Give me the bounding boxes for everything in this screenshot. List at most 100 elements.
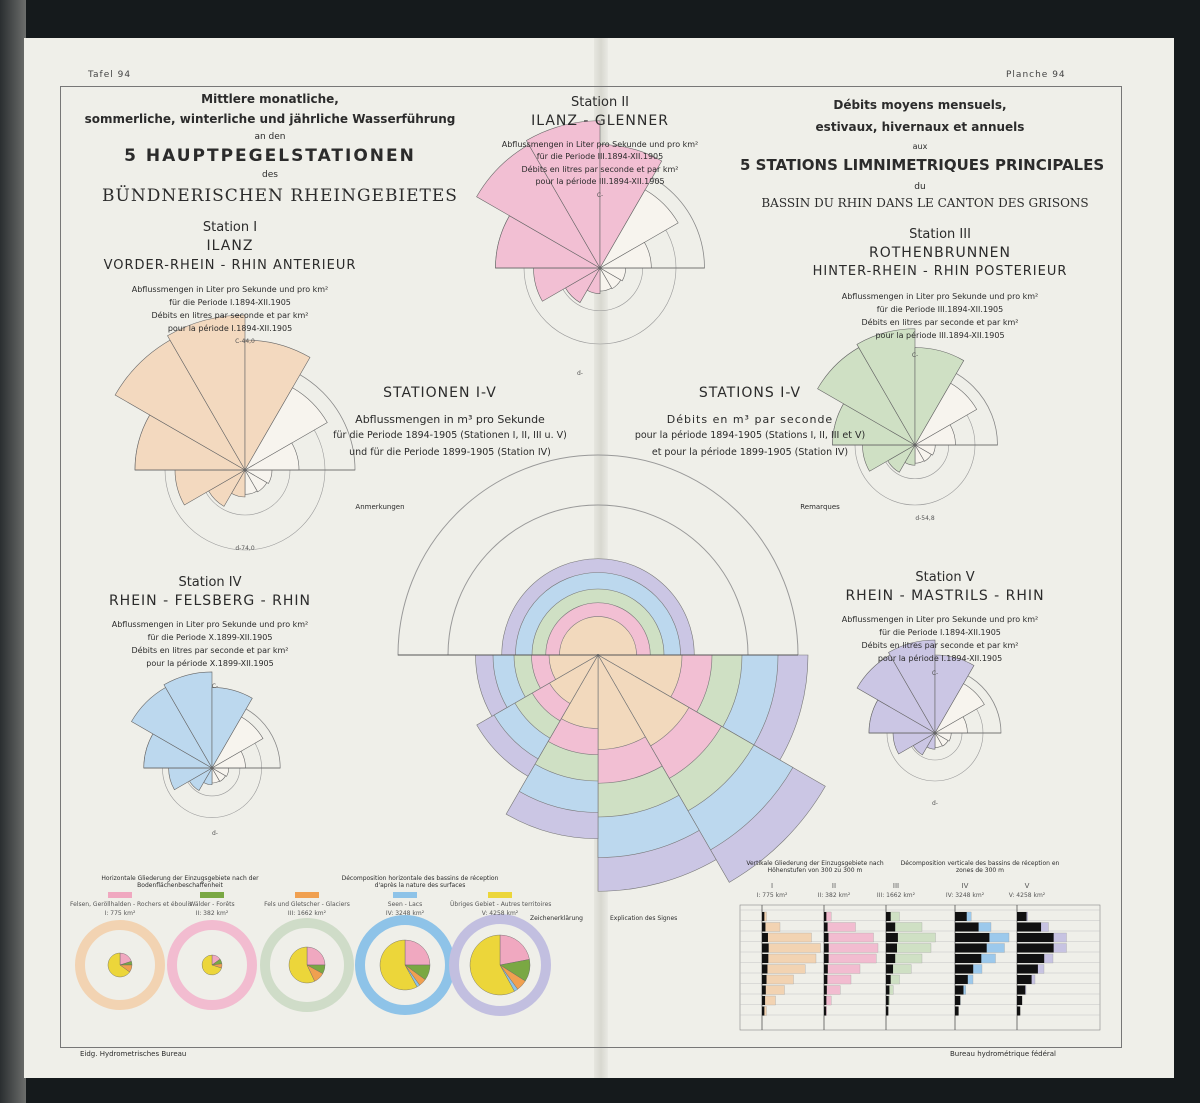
pyramid-area: V: 4258 km² [1008, 892, 1046, 899]
station-5-polar-diagram [856, 639, 1002, 782]
month-wedge [914, 444, 932, 462]
outer-ring [449, 914, 551, 1016]
elevation-bar [823, 953, 877, 964]
title-line: BASSIN DU RHIN DANS LE CANTON DES GRISON… [761, 196, 1089, 210]
glacier-bar [886, 922, 896, 932]
pie-slice [499, 934, 530, 966]
month-wedge [211, 716, 264, 769]
legend-label: Felsen, Geröllhalden - Rochers et ébouli… [70, 901, 193, 908]
station-top-value: C- [211, 683, 219, 690]
station-number: Station III [909, 227, 971, 242]
glacier-bar [886, 933, 898, 942]
legend-label: Wälder - Forêts [189, 901, 235, 908]
glacier-bar [762, 912, 765, 921]
station-bottom-value: d- [577, 370, 583, 377]
title-line: aux [912, 142, 928, 151]
pyramid-area: I: 775 km² [756, 892, 788, 899]
month-wedge [163, 671, 213, 770]
glacier-bar [762, 985, 766, 995]
station-2-polar-diagram [476, 120, 705, 345]
pyramid-area: IV: 3248 km² [945, 892, 985, 899]
glacier-bar [824, 922, 828, 932]
month-wedge [934, 654, 975, 735]
month-wedge [914, 347, 965, 447]
pie-slice [107, 952, 130, 978]
station-caption: Abflussmengen in Liter pro Sekunde und p… [841, 292, 1039, 301]
publisher-de: Eidg. Hydrometrisches Bureau [80, 1050, 187, 1058]
month-wedge [914, 382, 978, 446]
basin-area: V: 4258 km² [481, 910, 519, 917]
pie-slice [288, 946, 315, 984]
glacier-bar [1017, 922, 1042, 932]
station-caption: Débits en litres par seconde et par km² [521, 165, 679, 174]
glacier-bar [886, 996, 889, 1005]
pyramid-column-label: IV [961, 882, 969, 890]
vertical-breakdown-title-fr: Décomposition verticale des bassins de r… [900, 860, 1060, 874]
horizontal-breakdown-title-fr: Décomposition horizontale des bassins de… [341, 875, 499, 889]
pyramid-area: III: 1662 km² [876, 892, 916, 899]
station-3-polar-diagram [817, 328, 998, 506]
month-wedge [525, 120, 601, 270]
outer-ring [75, 920, 165, 1010]
month-wedge [599, 189, 679, 269]
vertical-breakdown-title-de: Vertikale Gliederung der Einzugsgebiete … [746, 860, 884, 874]
plate-frame [60, 86, 1122, 1048]
station-bottom-value: d-54,8 [915, 515, 935, 522]
title-line: BÜNDNERISCHEN RHEINGEBIETES [102, 186, 458, 206]
book-edge [0, 0, 26, 1103]
basin-pie-2 [167, 920, 257, 1010]
legend-label: Fels und Gletscher - Glaciers [264, 901, 350, 908]
elevation-bar [761, 953, 817, 964]
elevation-bar [761, 964, 806, 974]
legend-label: Seen - Lacs [387, 901, 423, 908]
glacier-bar [762, 1006, 765, 1016]
glacier-bar [886, 954, 896, 963]
pyramid-column-label: III [892, 882, 900, 890]
station-caption: für die Periode I.1894-XII.1905 [879, 628, 1001, 637]
legend-label: Übriges Gebiet - Autres territoires [450, 901, 552, 908]
basin-area: III: 1662 km² [287, 910, 327, 917]
glacier-bar [762, 954, 769, 963]
month-wedge [599, 267, 622, 290]
glacier-bar [824, 912, 827, 921]
glacier-bar [824, 933, 829, 942]
station-caption: pour la période III.1894-XII.1905 [535, 177, 665, 186]
glacier-bar [1017, 975, 1032, 984]
glacier-bar [1017, 943, 1054, 953]
title-line: des [262, 170, 278, 180]
month-wedge [244, 339, 311, 472]
central-title: STATIONS I-V [698, 385, 802, 401]
station-caption: pour la période I.1894-XII.1905 [877, 654, 1003, 663]
station-river: HINTER-RHEIN - RHIN POSTERIEUR [812, 264, 1068, 279]
glacier-bar [955, 943, 987, 953]
month-wedge [211, 687, 253, 770]
horizontal-breakdown-title-de: Horizontale Gliederung der Einzugsgebiet… [101, 875, 259, 889]
basin-area: IV: 3248 km² [385, 910, 425, 917]
title-line: 5 STATIONS LIMNIMETRIQUES PRINCIPALES [740, 156, 1105, 174]
month-wedge [599, 144, 663, 270]
station-top-value: C-44,0 [235, 338, 255, 345]
station-caption: Débits en litres par seconde et par km² [151, 311, 309, 320]
central-subtitle: Abflussmengen in m³ pro Sekunde [355, 413, 545, 426]
station-caption: Débits en litres par seconde et par km² [861, 641, 1019, 650]
glacier-bar [955, 1006, 959, 1016]
glacier-bar [824, 996, 827, 1005]
station-caption: pour la période III.1894-XII.1905 [875, 331, 1005, 340]
plate-number-right: Planche 94 [1006, 70, 1066, 80]
winter-band [559, 616, 637, 656]
month-wedge [244, 387, 328, 471]
month-wedge [934, 683, 985, 734]
month-wedge [888, 639, 936, 735]
glacier-bar [824, 964, 828, 974]
plate-number-left: Tafel 94 [88, 70, 132, 80]
pie-slice [201, 954, 222, 976]
central-subtitle: Débits en m³ par seconde [666, 413, 834, 426]
station-1-polar-diagram [114, 314, 356, 551]
central-title: STATIONEN I-V [383, 385, 497, 401]
legend-swatch [295, 892, 319, 898]
elevation-pyramids [739, 904, 1101, 1031]
station-name: ROTHENBRUNNEN [869, 245, 1011, 261]
glacier-bar [1017, 964, 1038, 974]
station-bottom-value: d- [212, 830, 218, 837]
glacier-bar [955, 996, 961, 1005]
